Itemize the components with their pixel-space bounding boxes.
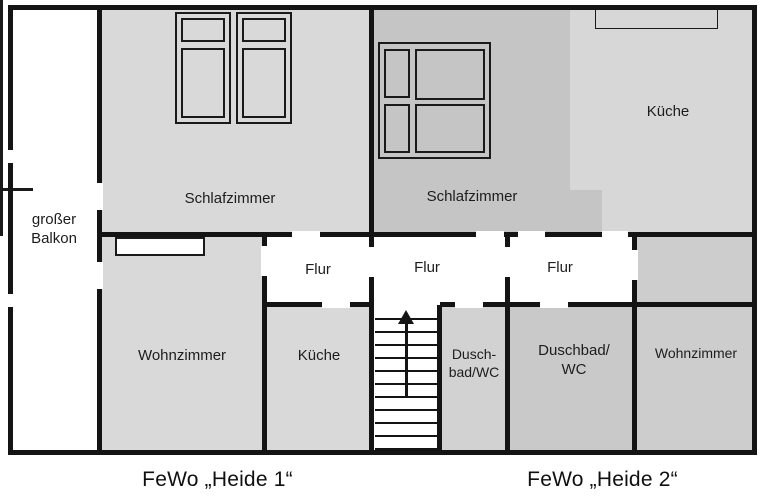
wall-outer-bottom xyxy=(8,450,757,455)
caption-fewo-heide1: FeWo „Heide 1“ xyxy=(142,468,293,491)
room-label-duschbad-heide1: Dusch- bad/WC xyxy=(448,345,500,380)
room-wohnzimmer-heide1 xyxy=(100,235,265,455)
wall-horizontal-upper xyxy=(100,232,757,237)
door-flur1-kueche1 xyxy=(322,301,350,308)
bed-blanket xyxy=(415,104,485,153)
room-label-flur-heide2: Flur xyxy=(547,259,573,277)
room-wohnzimmer-heide2 xyxy=(635,235,757,455)
wall-outer-top xyxy=(8,5,757,10)
door-balcony-schlafzimmer1 xyxy=(96,183,103,210)
bed-pillow xyxy=(181,18,225,42)
door-flur2-wohnzimmer2 xyxy=(631,250,638,280)
wall-horizontal-lower-left xyxy=(265,302,372,307)
room-kueche-heide1 xyxy=(265,305,372,455)
bed-pillow xyxy=(384,104,410,153)
room-label-schlafzimmer-heide2: Schlafzimmer xyxy=(426,188,518,206)
door-balcony-wohnzimmer1 xyxy=(96,262,103,289)
door-entrance-heide1 xyxy=(368,247,375,277)
wall-duschbad2-wohnzimmer2 xyxy=(632,235,637,455)
wall-kueche2-jog-horizontal xyxy=(0,188,33,191)
balcony-railing-break xyxy=(7,294,14,307)
wall-wohnzimmer1-kueche1 xyxy=(262,235,267,455)
room-label-duschbad-heide2: Duschbad/ WC xyxy=(538,341,610,379)
caption-fewo-heide2: FeWo „Heide 2“ xyxy=(527,468,678,491)
room-label-flur-heide1: Flur xyxy=(305,261,331,279)
room-label-wohnzimmer-heide1: Wohnzimmer xyxy=(137,347,227,365)
wall-outer-right xyxy=(752,5,757,455)
wall-horizontal-lower-right xyxy=(440,302,757,307)
bed-blanket xyxy=(415,49,485,100)
room-label-wohnzimmer-heide2: Wohnzimmer xyxy=(654,344,738,361)
room-label-flur-central: Flur xyxy=(414,259,440,277)
door-entrance-heide2 xyxy=(504,247,511,277)
door-flur2-kueche2 xyxy=(602,231,628,238)
door-wohnzimmer1-flur1 xyxy=(261,246,268,276)
wall-stairs-right xyxy=(437,305,442,455)
room-duschbad-heide2 xyxy=(508,305,635,455)
wall-schlafzimmer2-kueche2 xyxy=(0,0,3,188)
room-duschbad-heide1 xyxy=(440,305,508,455)
wall-outer-left xyxy=(8,5,13,455)
room-label-kueche-heide1: Küche xyxy=(297,347,341,365)
bed-pillow xyxy=(384,49,410,98)
wall-stairwell-heide2 xyxy=(505,235,510,455)
bed-pillow xyxy=(242,18,286,42)
bed-blanket xyxy=(242,48,286,118)
up-arrow-icon xyxy=(395,310,417,402)
door-flur2-duschbad2 xyxy=(540,301,568,308)
wall-heide1-stairwell xyxy=(369,5,374,455)
bed-frame xyxy=(175,12,231,124)
room-label-kueche-heide2: Küche xyxy=(646,103,690,121)
door-flur-duschbad1 xyxy=(455,301,483,308)
room-label-balkon: großer Balkon xyxy=(31,210,77,248)
kitchen-counter xyxy=(595,8,718,29)
bed-blanket xyxy=(181,48,225,118)
wall-balcony xyxy=(97,5,102,455)
sideboard xyxy=(115,237,205,256)
door-schlafzimmer1-flur1 xyxy=(292,231,320,238)
room-schlafzimmer-heide2-jog xyxy=(570,190,602,235)
room-label-schlafzimmer-heide1: Schlafzimmer xyxy=(184,190,276,208)
door-schlafzimmer2-flur xyxy=(476,231,504,238)
bed-frame xyxy=(236,12,292,124)
wall-kueche2-jog-vertical xyxy=(0,191,3,236)
balcony-railing-break xyxy=(7,150,14,163)
door-flur2-schlafzimmer2 xyxy=(518,231,545,238)
bed-frame xyxy=(378,42,491,159)
